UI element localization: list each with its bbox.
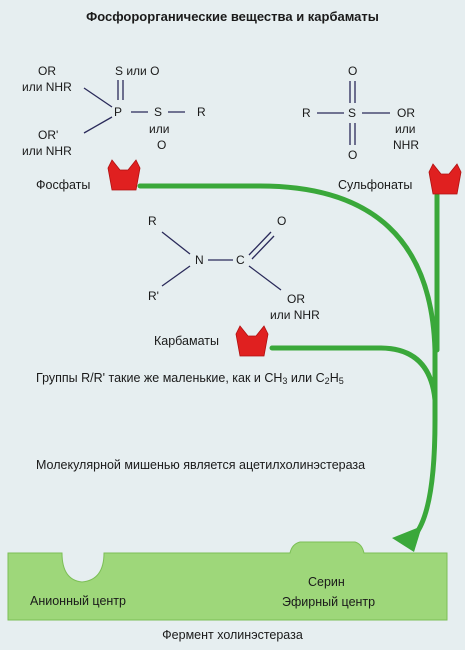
carbamate-r-atom: R bbox=[148, 214, 157, 228]
carbamate-o-atom: O bbox=[277, 214, 287, 228]
carbamate-n-atom: N bbox=[195, 253, 204, 267]
carbamate-label: Карбаматы bbox=[154, 334, 219, 348]
carbamate-inhibitor-icon bbox=[235, 325, 269, 357]
groups-note: Группы R/R' такие же маленькие, как и CH… bbox=[36, 371, 344, 386]
phosphate-or-top: OR bbox=[38, 64, 56, 78]
phosphate-inhibitor-icon bbox=[107, 159, 141, 191]
phosphate-s-or-o: S или O bbox=[115, 64, 160, 78]
carbamate-r-prime: R' bbox=[148, 289, 159, 303]
ester-center-label: Эфирный центр bbox=[282, 595, 376, 609]
phosphate-bonds bbox=[83, 80, 185, 134]
phosphate-s-atom: S bbox=[154, 105, 163, 119]
phosphate-o-atom: O bbox=[157, 138, 167, 152]
sulfonate-r-atom: R bbox=[302, 106, 311, 120]
sulfonate-inhibitor-icon bbox=[428, 163, 462, 195]
anion-center-label: Анионный центр bbox=[30, 594, 126, 608]
phosphate-nhr-bottom: или NHR bbox=[22, 144, 72, 158]
sulfonate-o-top: O bbox=[348, 64, 358, 78]
enzyme-caption: Фермент холинэстераза bbox=[162, 628, 303, 642]
green-arrows bbox=[137, 183, 440, 552]
phosphate-label: Фосфаты bbox=[36, 178, 91, 192]
target-note: Молекулярной мишенью является ацетилхоли… bbox=[36, 458, 366, 472]
sulfonate-ili: или bbox=[395, 122, 416, 136]
carbamate-c-atom: C bbox=[236, 253, 245, 267]
sulfonate-or: OR bbox=[397, 106, 415, 120]
phosphate-r-atom: R bbox=[197, 105, 206, 119]
carbamate-or-nhr: или NHR bbox=[270, 308, 320, 322]
arrow-head bbox=[392, 526, 422, 552]
phosphate-ili: или bbox=[149, 122, 170, 136]
sulfonate-bonds bbox=[317, 81, 390, 145]
carbamate-bonds bbox=[161, 231, 282, 291]
page-title: Фосфорорганические вещества и карбаматы bbox=[86, 9, 379, 24]
enzyme-body bbox=[7, 541, 448, 621]
phosphate-arrow-path bbox=[137, 183, 438, 538]
phosphate-nhr-top: или NHR bbox=[22, 80, 72, 94]
sulfonate-s-atom: S bbox=[348, 106, 357, 120]
serine-label: Серин bbox=[308, 575, 345, 589]
carbamate-arrow-path bbox=[269, 345, 438, 403]
carbamate-or: OR bbox=[287, 292, 305, 306]
phosphate-or-bottom: OR' bbox=[38, 128, 59, 142]
inhibitor-shapes bbox=[107, 159, 462, 357]
sulfonate-o-bottom: O bbox=[348, 148, 358, 162]
phosphate-p-atom: P bbox=[114, 105, 123, 119]
sulfonate-nhr: NHR bbox=[393, 138, 419, 152]
sulfonate-label: Сульфонаты bbox=[338, 178, 413, 192]
